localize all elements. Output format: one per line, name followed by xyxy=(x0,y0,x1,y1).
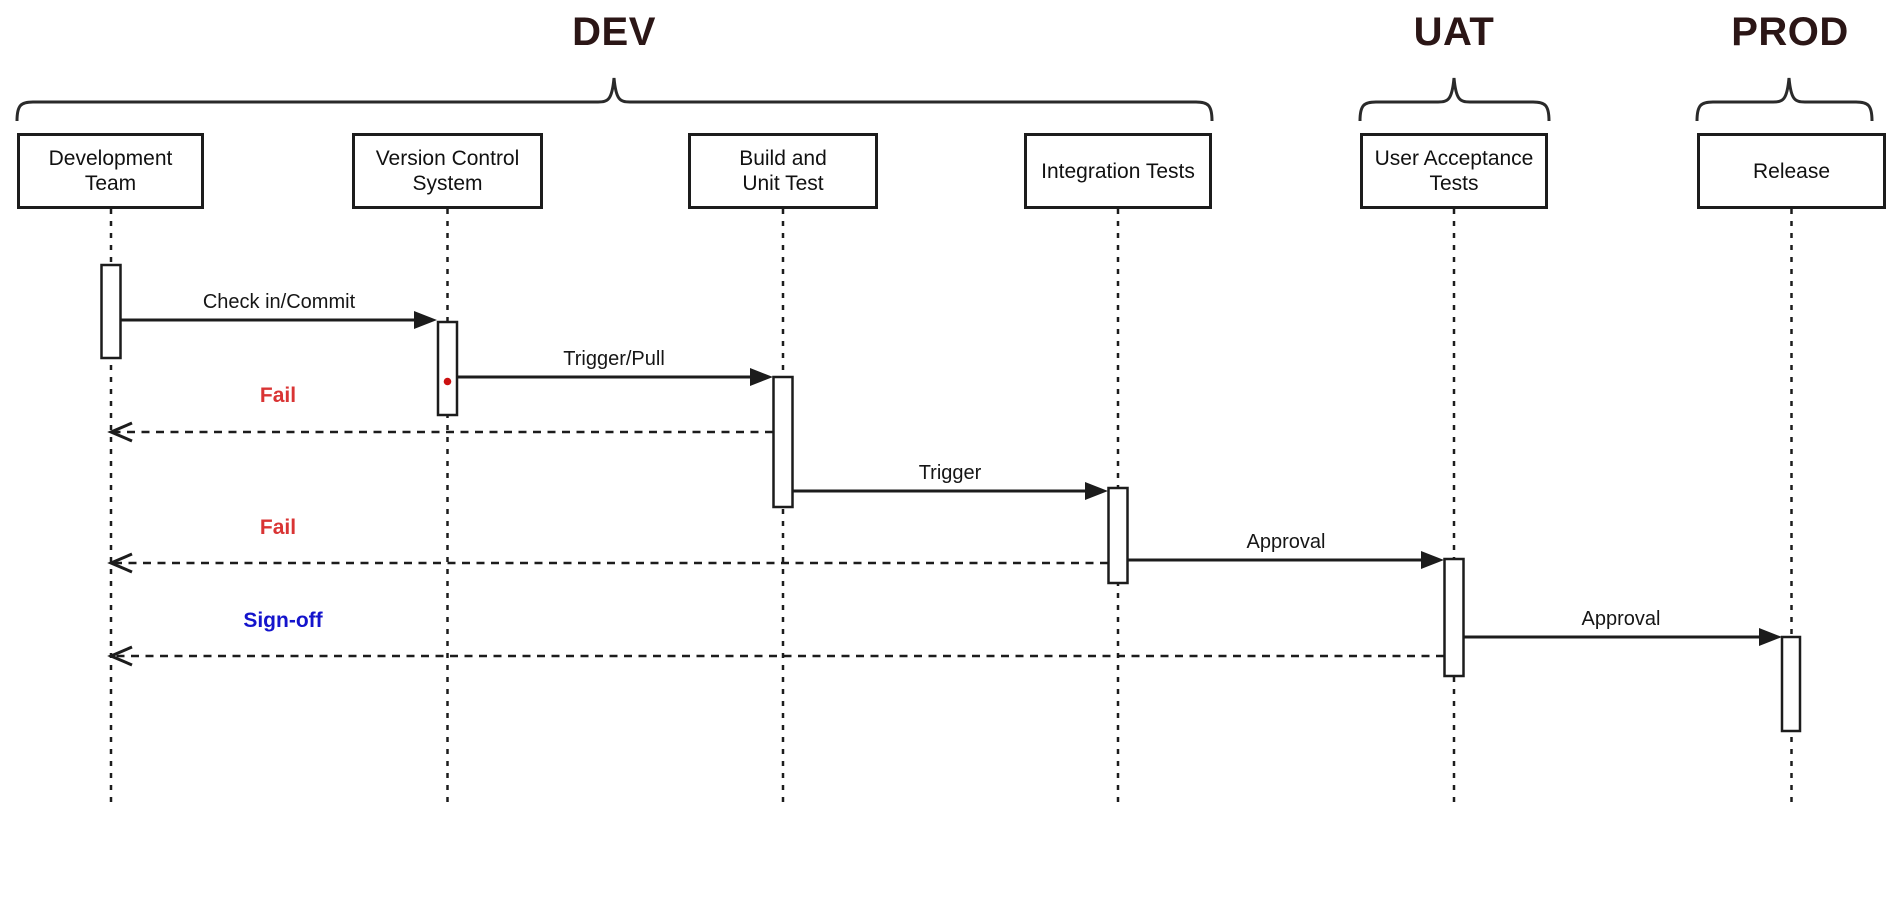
activation-user-acceptance-tests xyxy=(1443,557,1465,678)
participant-integration-tests: Integration Tests xyxy=(1024,133,1212,209)
return-label-signoff: Sign-off xyxy=(243,609,323,632)
group-label-prod: PROD xyxy=(1731,10,1849,54)
participant-development-team: Development Team xyxy=(17,133,204,209)
message-trigger-arrow xyxy=(793,482,1108,500)
participant-label: Release xyxy=(1752,159,1831,183)
return-fail-2-arrow xyxy=(107,552,1108,574)
return-label-fail-2: Fail xyxy=(259,516,297,539)
participant-release: Release xyxy=(1697,133,1886,209)
participant-user-acceptance-tests: User Acceptance Tests xyxy=(1360,133,1548,209)
activation-build-unit-test xyxy=(772,375,794,509)
participant-label: Version Control System xyxy=(375,147,520,195)
activation-integration-tests xyxy=(1107,486,1129,585)
message-label-approval-prod: Approval xyxy=(1581,608,1661,630)
return-fail-1-arrow xyxy=(107,421,773,443)
message-checkin-commit-arrow xyxy=(121,311,437,329)
message-label-trigger: Trigger xyxy=(918,462,982,484)
message-trigger-pull-arrow xyxy=(457,368,773,386)
message-label-approval-uat: Approval xyxy=(1246,531,1326,553)
activation-version-control xyxy=(436,320,459,417)
activation-development-team xyxy=(100,263,122,360)
activation-release xyxy=(1780,635,1802,733)
participant-label: User Acceptance Tests xyxy=(1374,147,1534,195)
participant-version-control-system: Version Control System xyxy=(352,133,543,209)
message-approval-uat-arrow xyxy=(1128,551,1444,569)
participant-label: Build and Unit Test xyxy=(739,147,827,195)
prod-group-brace-icon xyxy=(1695,77,1874,122)
participant-build-and-unit-test: Build and Unit Test xyxy=(688,133,878,209)
group-label-dev: DEV xyxy=(572,10,656,54)
message-label-trigger-pull: Trigger/Pull xyxy=(563,348,665,370)
return-signoff-arrow xyxy=(107,645,1444,667)
red-dot-marker-icon xyxy=(443,377,452,386)
group-label-uat: UAT xyxy=(1413,10,1495,54)
participant-label: Development Team xyxy=(48,147,173,195)
dev-group-brace-icon xyxy=(15,77,1214,122)
return-label-fail-1: Fail xyxy=(259,384,297,407)
participant-label: Integration Tests xyxy=(1041,159,1195,183)
message-approval-prod-arrow xyxy=(1464,628,1782,646)
message-label-checkin-commit: Check in/Commit xyxy=(202,291,356,313)
uat-group-brace-icon xyxy=(1358,77,1551,122)
